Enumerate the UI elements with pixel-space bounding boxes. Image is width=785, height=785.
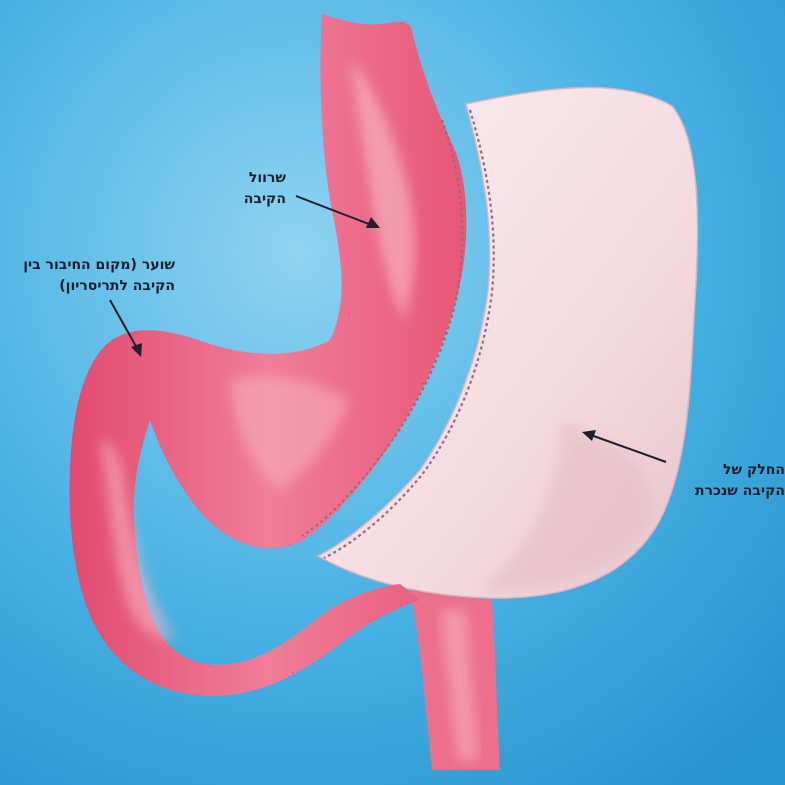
- label-removed-line2: הקיבה שנכרת: [695, 481, 785, 502]
- label-sleeve-line2: הקיבה: [244, 189, 286, 210]
- label-pylorus-line2: הקיבה לתריסריון): [23, 276, 175, 297]
- label-sleeve: שרוול הקיבה: [244, 168, 286, 210]
- label-removed-line1: החלק של: [695, 460, 785, 481]
- label-sleeve-line1: שרוול: [244, 168, 286, 189]
- label-pylorus: שוער (מקום החיבור בין הקיבה לתריסריון): [23, 255, 175, 297]
- label-pylorus-line1: שוער (מקום החיבור בין: [23, 255, 175, 276]
- label-removed: החלק של הקיבה שנכרת: [695, 460, 785, 502]
